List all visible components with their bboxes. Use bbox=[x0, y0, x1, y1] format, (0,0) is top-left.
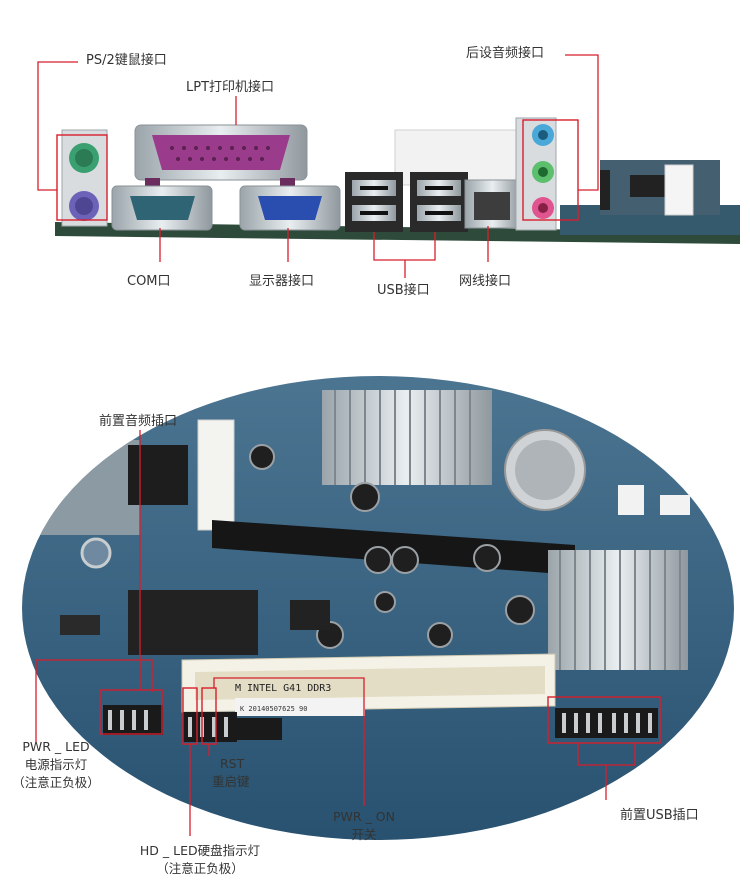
label-vga-port: 显示器接口 bbox=[249, 274, 315, 289]
label-front-usb: 前置USB插口 bbox=[620, 808, 699, 823]
rear-io-photo bbox=[55, 117, 740, 244]
label-hd-led-note: （注意正负极） bbox=[156, 861, 244, 876]
board-model-print: M INTEL G41 DDR3 bbox=[235, 683, 331, 694]
vga-port bbox=[258, 196, 322, 220]
label-ps2-port: PS/2键鼠接口 bbox=[86, 53, 167, 68]
label-lpt-port: LPT打印机接口 bbox=[186, 80, 275, 95]
label-usb-port: USB接口 bbox=[377, 283, 430, 298]
label-rst-title: RST bbox=[220, 756, 245, 771]
label-front-audio: 前置音频插口 bbox=[99, 414, 178, 429]
rear-io-callouts bbox=[37, 54, 599, 278]
lpt-port bbox=[152, 135, 290, 170]
com-port bbox=[130, 196, 195, 220]
label-pwr-on-desc: 开关 bbox=[351, 827, 377, 842]
board-closeup-photo bbox=[22, 376, 734, 840]
label-pwr-led-note: （注意正负极） bbox=[12, 775, 100, 790]
label-pwr-led-desc: 电源指示灯 bbox=[24, 757, 88, 772]
label-com-port: COM口 bbox=[127, 274, 171, 289]
label-hd-led-title: HD _ LED硬盘指示灯 bbox=[139, 843, 261, 858]
label-lan-port: 网线接口 bbox=[459, 274, 512, 289]
board-serial-print: K 20140507625 90 bbox=[240, 705, 307, 713]
label-rear-audio: 后设音频接口 bbox=[466, 46, 545, 61]
label-pwr-led-title: PWR _ LED bbox=[22, 739, 90, 754]
label-rst-desc: 重启键 bbox=[212, 774, 250, 789]
label-pwr-on-title: PWR _ ON bbox=[333, 809, 395, 824]
board-callouts bbox=[35, 430, 661, 836]
